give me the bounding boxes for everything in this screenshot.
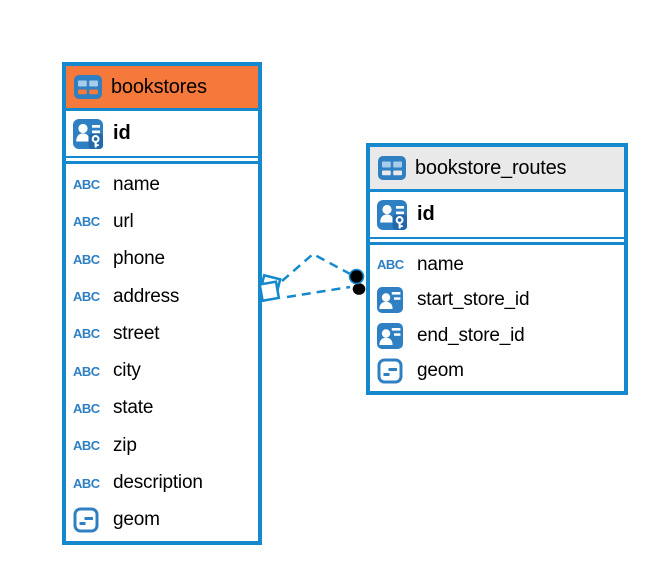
column-label: url (113, 210, 134, 232)
relation-dot-markers (348, 268, 366, 295)
primary-key-icon (377, 200, 407, 230)
text-type-icon: ABC (377, 257, 404, 273)
table-bookstore-routes[interactable]: bookstore_routes id ABC name start_store… (366, 143, 628, 395)
column-label: geom (417, 360, 464, 382)
text-type-icon: ABC (73, 214, 100, 230)
column-row[interactable]: ABC city (66, 352, 258, 389)
column-row-pk[interactable]: id (370, 192, 624, 239)
column-row[interactable]: start_store_id (370, 283, 624, 319)
column-row-pk[interactable]: id (66, 111, 258, 158)
table-header-bookstore-routes[interactable]: bookstore_routes (370, 147, 624, 192)
columns-section: ABC name start_store_id end_store_id geo… (370, 242, 624, 391)
column-row[interactable]: ABC street (66, 315, 258, 352)
column-row[interactable]: ABC url (66, 203, 258, 240)
relation-diamond-marker (258, 273, 282, 303)
text-type-icon: ABC (73, 326, 100, 342)
column-label: zip (113, 434, 137, 456)
text-type-icon: ABC (73, 251, 100, 267)
foreign-key-icon (377, 323, 403, 349)
table-icon (377, 155, 407, 181)
table-icon (73, 74, 103, 100)
column-label: city (113, 360, 141, 382)
table-title: bookstores (111, 75, 207, 98)
column-label: phone (113, 248, 165, 270)
text-type-icon: ABC (73, 400, 100, 416)
column-row[interactable]: ABC zip (66, 427, 258, 464)
section-divider (66, 158, 258, 161)
table-title: bookstore_routes (415, 156, 567, 179)
column-label: address (113, 285, 180, 307)
columns-section: ABC name ABC url ABC phone ABC address A… (66, 161, 258, 541)
column-row[interactable]: ABC state (66, 390, 258, 427)
column-row[interactable]: ABC phone (66, 241, 258, 278)
column-label: name (417, 253, 464, 275)
text-type-icon: ABC (73, 289, 100, 305)
column-label: street (113, 322, 160, 344)
primary-key-icon (73, 119, 103, 149)
fk-relation-line-lower[interactable] (286, 285, 351, 299)
column-row[interactable]: ABC address (66, 278, 258, 315)
column-row[interactable]: ABC name (66, 166, 258, 203)
section-divider (370, 239, 624, 242)
fk-relation-line-upper[interactable] (281, 252, 353, 282)
column-label: id (113, 122, 131, 144)
column-label: description (113, 472, 203, 494)
text-type-icon: ABC (73, 438, 100, 454)
column-label: id (417, 203, 435, 225)
column-label: end_store_id (417, 324, 525, 346)
table-bookstores[interactable]: bookstores id ABC name ABC url ABC phone… (62, 62, 262, 545)
column-row[interactable]: ABC description (66, 464, 258, 501)
column-label: state (113, 397, 154, 419)
geometry-type-icon (73, 507, 99, 533)
table-header-bookstores[interactable]: bookstores (66, 66, 258, 111)
column-row[interactable]: geom (370, 354, 624, 390)
column-label: name (113, 173, 160, 195)
text-type-icon: ABC (73, 363, 100, 379)
column-label: start_store_id (417, 289, 530, 311)
column-label: geom (113, 509, 160, 531)
text-type-icon: ABC (73, 177, 100, 193)
column-row[interactable]: end_store_id (370, 318, 624, 354)
geometry-type-icon (377, 358, 403, 384)
column-row[interactable]: geom (66, 502, 258, 539)
foreign-key-icon (377, 287, 403, 313)
column-row[interactable]: ABC name (370, 247, 624, 283)
text-type-icon: ABC (73, 475, 100, 491)
